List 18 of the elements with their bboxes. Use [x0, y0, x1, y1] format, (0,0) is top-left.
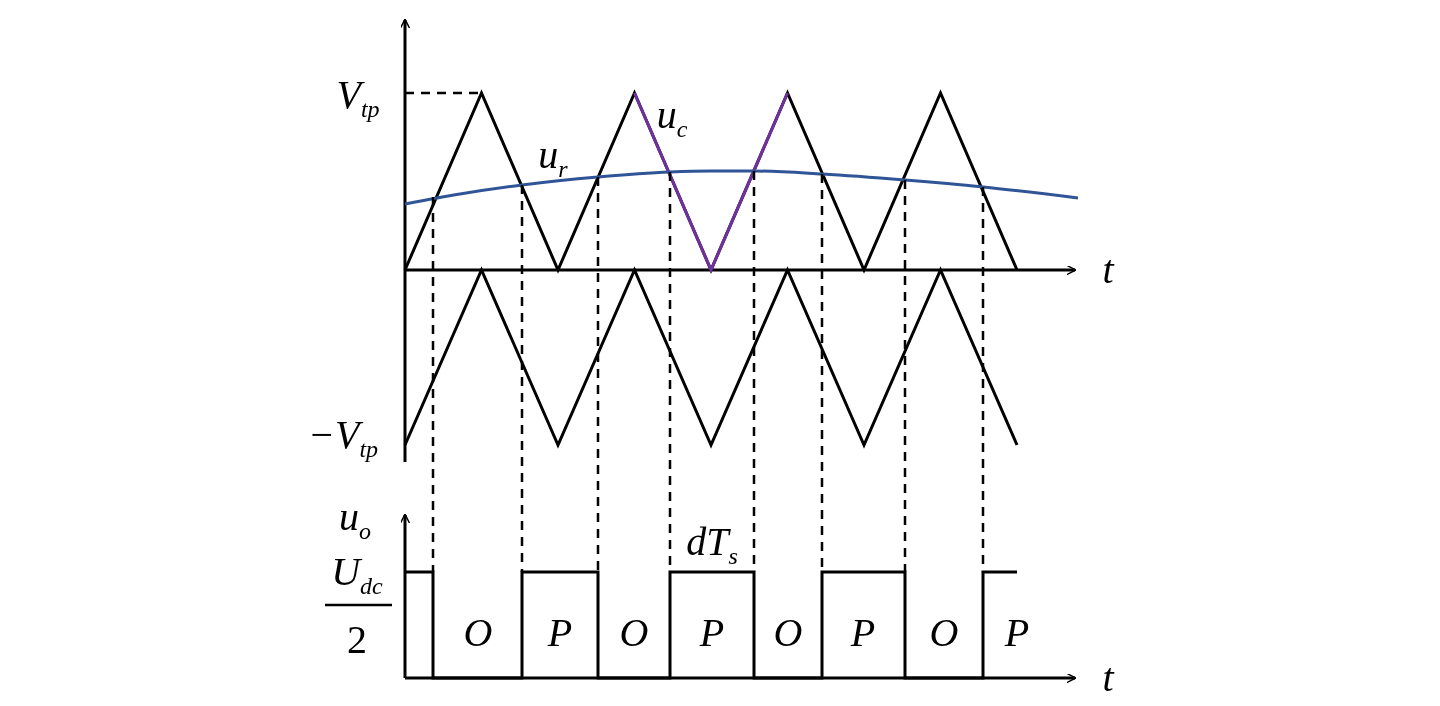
- state-label: P: [1004, 613, 1030, 653]
- axis-label: t: [1102, 250, 1114, 290]
- voltage-label: U$_{dc}$: [331, 552, 383, 598]
- state-label: O: [619, 613, 649, 653]
- voltage-label: V$_{tp}$: [336, 75, 380, 121]
- interval-label: dT$_{s}$: [686, 522, 738, 568]
- fraction-denominator: 2: [347, 620, 367, 660]
- axis-label: t: [1102, 658, 1114, 698]
- voltage-label: −V$_{tp}$: [307, 415, 379, 461]
- axis-label: u$_{o}$: [339, 497, 371, 543]
- waveform-label: u$_{c}$: [656, 95, 688, 141]
- state-label: O: [929, 613, 959, 653]
- state-label: P: [850, 613, 876, 653]
- state-label: O: [463, 613, 493, 653]
- state-label: P: [699, 613, 725, 653]
- state-label: P: [547, 613, 573, 653]
- waveform-label: u$_{r}$: [538, 135, 568, 181]
- state-label: O: [773, 613, 803, 653]
